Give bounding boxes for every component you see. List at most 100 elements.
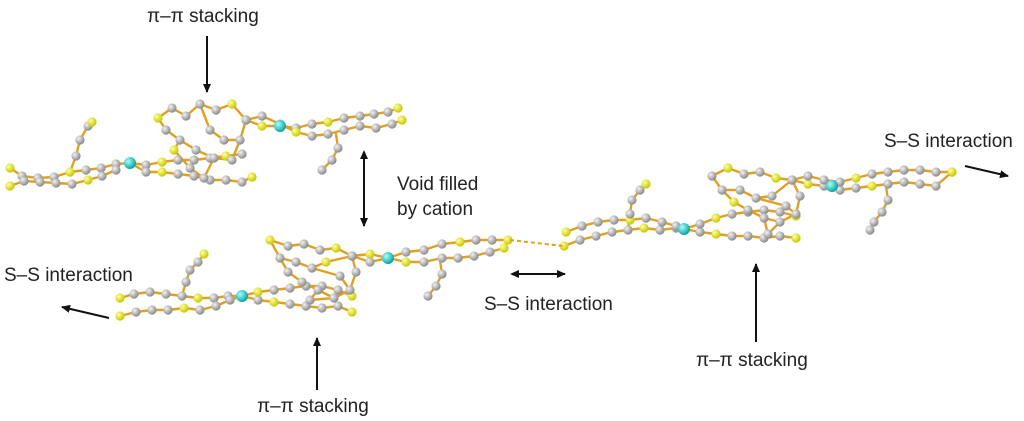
carbon-atom [307,131,317,141]
carbon-atom [759,213,769,223]
sulfur-atom [115,311,125,321]
carbon-atom [743,205,753,215]
sulfur-atom [323,117,333,127]
molecule-top-dimer [5,99,407,191]
carbon-atom [189,155,199,165]
ss-contact-dash [509,239,564,247]
carbon-atom [371,123,381,133]
carbon-atom [347,251,357,261]
carbon-atom [775,217,785,227]
molecule-right-dimer [559,163,957,251]
carbon-atom [185,163,195,173]
carbon-atom [915,179,925,189]
sulfur-atom [393,103,403,113]
carbon-atom [237,177,247,187]
sulfur-atom [153,113,163,123]
carbon-atom [329,293,339,303]
carbon-atom [193,257,203,267]
sulfur-atom [247,172,257,182]
carbon-atom [163,305,173,315]
sulfur-atom [867,181,877,191]
carbon-atom [607,227,617,237]
carbon-atom [591,231,601,241]
arrow-ss-left [61,304,110,319]
carbon-atom [299,239,309,249]
sulfur-atom [641,179,651,189]
carbon-atom [437,269,447,279]
carbon-atom [641,213,651,223]
sulfur-atom [397,115,407,125]
carbon-atom [751,193,761,203]
carbon-atom [401,247,411,257]
carbon-atom [795,191,805,201]
carbon-atom [211,301,221,311]
carbon-atom [419,257,429,267]
carbon-atom [35,177,45,187]
carbon-atom [437,253,447,263]
carbon-atom [269,285,279,295]
carbon-atom [419,245,429,255]
carbon-atom [485,247,495,257]
carbon-atom [199,173,209,183]
carbon-atom [423,291,433,301]
carbon-atom [253,295,263,305]
sulfur-atom [851,173,861,183]
carbon-atom [333,143,343,153]
carbon-atom [315,245,325,255]
sulfur-atom [729,197,739,207]
carbon-atom [775,231,785,241]
carbon-atom [627,195,637,205]
carbon-atom [305,295,315,305]
carbon-atom [345,285,355,295]
sulfur-atom [365,249,375,259]
sulfur-atom [265,235,275,245]
carbon-atom [899,165,909,175]
sulfur-atom [65,167,75,177]
carbon-atom [111,165,121,175]
sulfur-atom [157,167,167,177]
carbon-atom [225,295,235,305]
molecule-middle-dimer [115,235,513,321]
sulfur-atom [331,243,341,253]
sulfur-atom [947,167,957,177]
carbon-atom [237,149,247,159]
label-void-line2: by cation [397,199,474,220]
carbon-atom [71,151,81,161]
carbon-atom [317,303,327,313]
carbon-atom [185,265,195,275]
carbon-atom [19,176,29,186]
label-ss-interaction-middle: S–S interaction [484,294,613,315]
bond [754,196,788,208]
carbon-atom [167,103,177,113]
carbon-atom [147,305,157,315]
metal-atom [236,290,248,302]
metal-atom [124,157,136,169]
carbon-atom [577,221,587,231]
carbon-atom [355,121,365,131]
carbon-atom [195,305,205,315]
carbon-atom [81,165,91,175]
sulfur-atom [115,293,125,303]
carbon-atom [205,125,215,135]
carbon-atom [819,175,829,185]
metal-atom [274,120,286,132]
carbon-atom [575,235,585,245]
carbon-atom [307,263,317,273]
carbon-atom [129,289,139,299]
carbon-atom [883,179,893,189]
carbon-atom [883,167,893,177]
carbon-atom [339,113,349,123]
carbon-atom [717,185,727,195]
sulfur-atom [157,157,167,167]
carbon-atom [96,163,106,173]
sulfur-atom [253,287,263,297]
sulfur-atom [321,257,331,267]
sulfur-atom [639,223,649,233]
carbon-atom [67,179,77,189]
sulfur-atom [291,127,301,137]
carbon-atom [211,105,221,115]
carbon-atom [51,178,61,188]
carbon-atom [437,239,447,249]
sulfur-atom [711,229,721,239]
sulfur-atom [269,297,279,307]
